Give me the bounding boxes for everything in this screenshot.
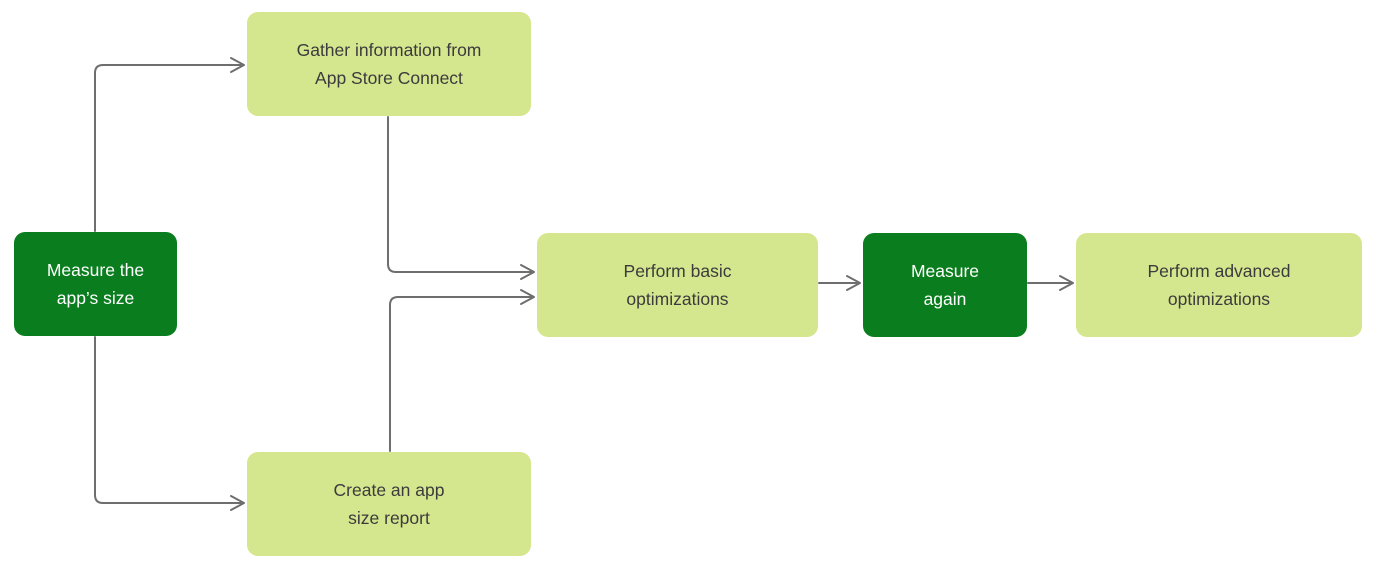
edge-basic-to-again: [818, 275, 861, 291]
node-gather-information-label: Gather information from App Store Connec…: [296, 40, 482, 88]
edge-again-to-advanced-arrowhead-icon: [1059, 275, 1074, 291]
node-measure-app-size: Measure the app’s size: [14, 232, 177, 336]
edge-measure-to-gather-line: [94, 64, 243, 232]
edge-basic-to-again-arrowhead-icon: [846, 275, 861, 291]
edge-gather-to-basic-line: [387, 116, 533, 273]
edge-gather-to-basic: [387, 116, 535, 280]
node-measure-app-size-label: Measure the app’s size: [46, 260, 145, 308]
node-advanced-optimizations-label: Perform advanced optimizations: [1147, 261, 1291, 309]
node-basic-optimizations: Perform basic optimizations: [537, 233, 818, 337]
node-gather-information: Gather information from App Store Connec…: [247, 12, 531, 116]
edge-gather-to-basic-arrowhead-icon: [520, 264, 535, 280]
edge-again-to-advanced: [1027, 275, 1074, 291]
edge-measure-to-create-arrowhead-icon: [230, 495, 245, 511]
node-advanced-optimizations: Perform advanced optimizations: [1076, 233, 1362, 337]
node-measure-again: Measure again: [863, 233, 1027, 337]
node-create-size-report: Create an app size report: [247, 452, 531, 556]
edge-measure-to-create-line: [94, 336, 243, 504]
edge-create-to-basic-arrowhead-icon: [520, 289, 535, 305]
edge-create-to-basic-line: [389, 296, 533, 452]
node-measure-again-label: Measure again: [910, 261, 980, 309]
node-create-size-report-label: Create an app size report: [333, 480, 445, 528]
node-basic-optimizations-label: Perform basic optimizations: [623, 261, 732, 309]
edge-measure-to-gather: [94, 57, 245, 232]
edge-create-to-basic: [389, 289, 535, 452]
edge-measure-to-gather-arrowhead-icon: [230, 57, 245, 73]
edge-measure-to-create: [94, 336, 245, 511]
